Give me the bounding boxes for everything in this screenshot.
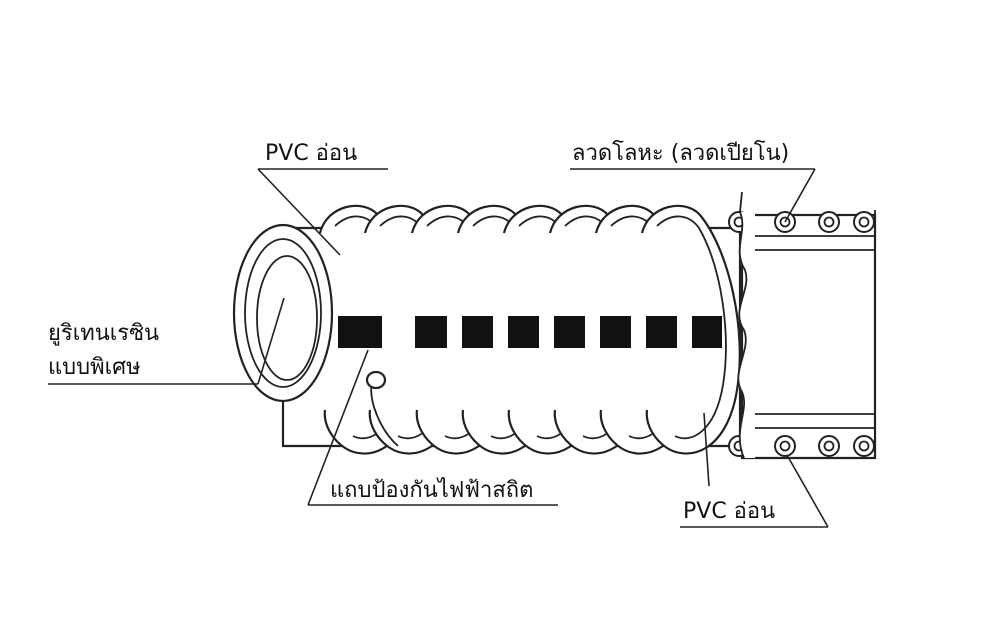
cutaway-section [740, 213, 877, 460]
antistatic-stripe-segment [508, 316, 539, 348]
wire-bottom-core [858, 440, 870, 452]
wire-top-core [823, 216, 835, 228]
antistatic-stripe-segment [646, 316, 677, 348]
antistatic-stripe-segment [462, 316, 493, 348]
wire-bottom-core [823, 440, 835, 452]
antistatic-stripe-segment [600, 316, 631, 348]
antistatic-stripe-segment [554, 316, 585, 348]
leader-pvc-top [257, 168, 341, 256]
leader-pvc-bottom-inner [703, 412, 710, 487]
cut-edge [738, 212, 755, 458]
label-urethane-line1: ยูริเทนเรซิน [48, 321, 159, 346]
label-pvc-bottom: PVC อ่อน [683, 499, 775, 524]
label-antistatic: แถบป้องกันไฟฟ้าสถิต [330, 477, 533, 503]
antistatic-stripe-segment [338, 316, 382, 348]
label-urethane-line2: แบบพิเศษ [48, 355, 141, 380]
pvc-spiral-coils [318, 204, 741, 455]
coil-tail-end [365, 370, 387, 390]
leader-pvc-bottom [786, 454, 829, 528]
label-steel-wire: ลวดโลหะ (ลวดเปียโน) [572, 140, 789, 166]
antistatic-stripe-segment [415, 316, 447, 348]
leader-wire [784, 168, 816, 223]
antistatic-stripe [338, 316, 722, 348]
wire-bottom-core [779, 440, 791, 452]
hose-end-outer [232, 223, 334, 403]
coil-ring-inner [656, 215, 727, 440]
label-pvc-top: PVC อ่อน [265, 141, 357, 166]
wire-top-core [858, 216, 870, 228]
leader-antistatic [307, 349, 369, 506]
leader-urethane [257, 297, 285, 385]
antistatic-stripe-segment [692, 316, 722, 348]
hose-end-inner [244, 238, 322, 388]
cut-edge-line [737, 191, 748, 459]
hose-end-bore [256, 255, 318, 381]
